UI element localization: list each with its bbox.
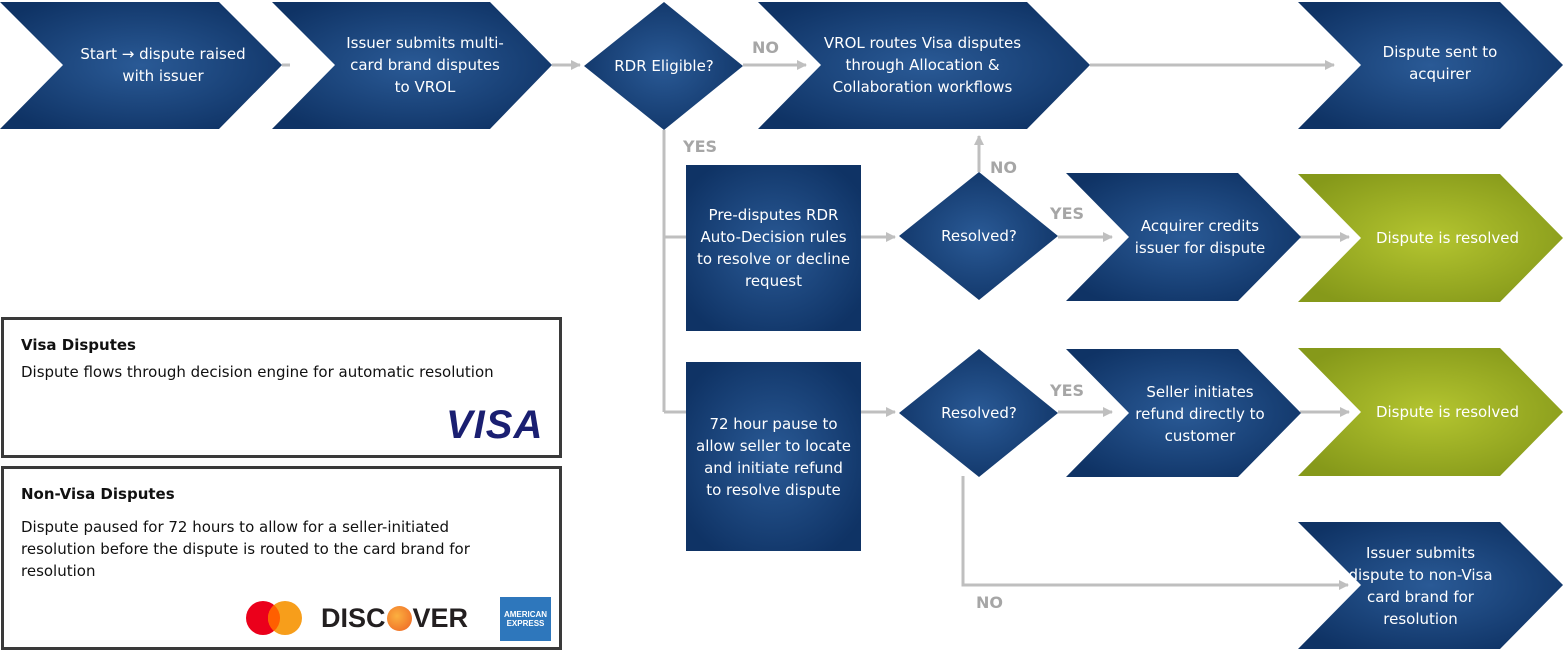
non-visa-chevron-shape [1298,522,1563,649]
visa-logo-icon: VISA [446,403,544,447]
pre-disputes-node: Pre-disputes RDR Auto-Decision rules to … [696,206,851,290]
discover-logo-icon: DISC VER [321,603,468,634]
rdr-eligible-node: RDR Eligible? [614,57,714,75]
non-visa-legend-title: Non-Visa Disputes [21,485,175,503]
visa-legend-description: Dispute flows through decision engine fo… [21,363,494,381]
amex-line1: AMERICAN [503,610,548,619]
edge-label-rdr-no: NO [752,38,779,57]
resolved-2-diamond-shape [899,349,1058,477]
rdr-eligible-diamond-shape [584,2,743,130]
dispute-resolved-2-node: Dispute is resolved [1375,403,1520,421]
vrol-routes-chevron-shape [758,2,1090,129]
seller-refund-chevron-shape [1066,349,1301,477]
connectors [282,60,1350,590]
edge-label-resolved2-no: NO [976,593,1003,612]
resolved-1-node: Resolved? [941,227,1017,245]
arrow-resolved2-no [961,476,1349,590]
start-node: Start → dispute raised with issuer [80,45,246,85]
visa-legend-box: Visa Disputes Dispute flows through deci… [1,317,562,458]
dispute-resolved-1-chevron-shape [1298,174,1563,302]
issuer-submits-chevron-shape [272,2,552,129]
pre-disputes-box-shape [686,165,861,331]
discover-logo-prefix: DISC [321,603,386,633]
amex-line2: EXPRESS [506,619,545,628]
dispute-resolved-1-node: Dispute is resolved [1375,229,1520,247]
sent-to-acquirer-chevron-shape [1298,2,1563,129]
seller-refund-node: Seller initiates refund directly to cust… [1135,383,1265,445]
visa-legend-title: Visa Disputes [21,336,136,354]
non-visa-legend-description: Dispute paused for 72 hours to allow for… [21,518,470,580]
pause-72-node: 72 hour pause to allow seller to locate … [696,414,852,499]
pause-72-box-shape [686,362,861,551]
resolved-1-diamond-shape [899,172,1058,300]
dispute-resolved-2-chevron-shape [1298,348,1563,476]
discover-dot-icon [386,606,412,631]
edge-label-resolved1-yes: YES [1050,204,1085,223]
acquirer-credits-chevron-shape [1066,173,1301,301]
edge-label-resolved2-yes: YES [1050,381,1085,400]
non-visa-node: Issuer submits dispute to non-Visa card … [1348,544,1493,628]
non-visa-legend-box: Non-Visa Disputes Dispute paused for 72 … [1,466,562,650]
mastercard-logo-icon [246,601,302,635]
sent-to-acquirer-node: Dispute sent to acquirer [1382,43,1498,83]
discover-logo-suffix: VER [412,603,469,633]
start-chevron-shape [0,2,282,129]
issuer-submits-node: Issuer submits multi-card brand disputes… [346,34,504,96]
resolved-2-node: Resolved? [941,404,1017,422]
acquirer-credits-node: Acquirer credits issuer for dispute [1134,217,1266,257]
edge-label-resolved1-no: NO [990,158,1017,177]
amex-logo-icon: AMERICAN EXPRESS [500,597,551,641]
edge-label-rdr-yes: YES [683,137,718,156]
vrol-routes-node: VROL routes Visa disputes through Alloca… [823,34,1022,96]
